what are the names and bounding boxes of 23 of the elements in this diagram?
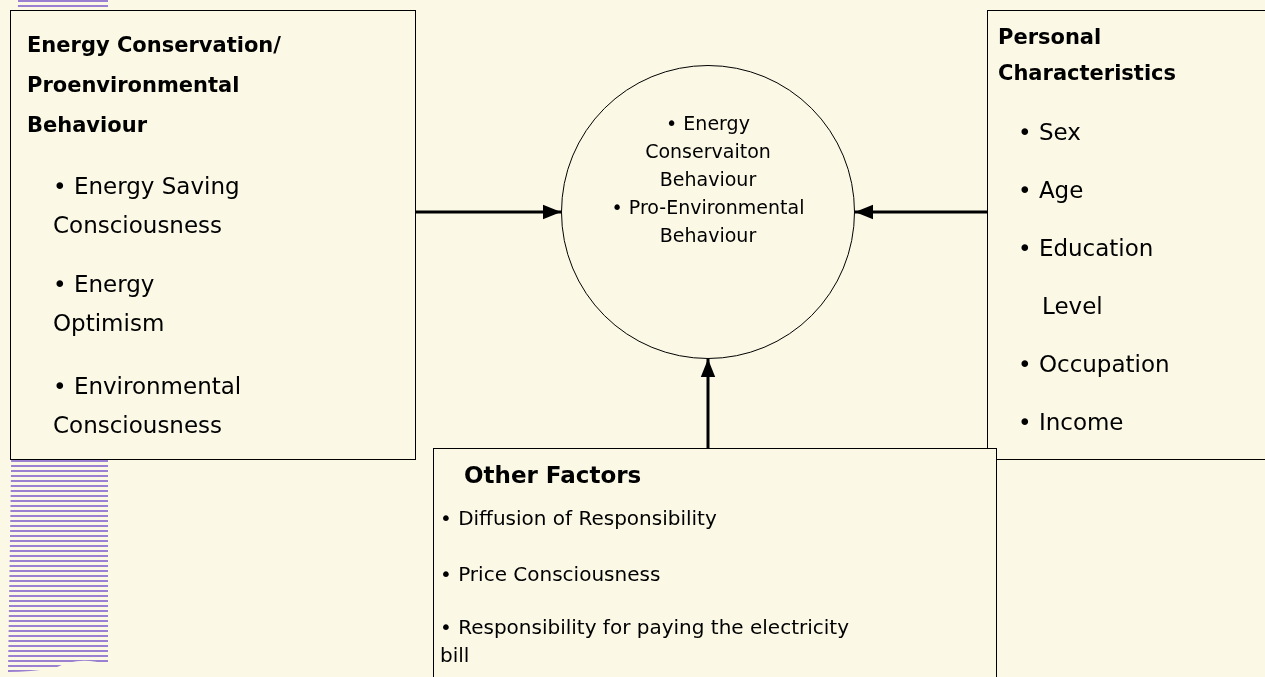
bullet-item: • Price Consciousness — [440, 561, 662, 588]
arrow — [416, 204, 561, 220]
bullet-item: • Income — [1017, 408, 1125, 437]
box-heading: Energy Conservation/ Proenvironmental Behaviour — [27, 32, 282, 139]
arrow — [700, 359, 716, 448]
box-heading: Other Factors — [464, 461, 643, 490]
arrow — [855, 204, 987, 220]
bullet-item: • Energy Conservaiton Behaviour — [644, 111, 772, 192]
bullet-item: • Energy Optimism — [53, 270, 166, 338]
factor-box — [10, 10, 416, 460]
factor-box — [433, 448, 997, 677]
bullet-item: • Responsibility for paying the electricity bill — [440, 614, 850, 669]
circle-node — [561, 65, 855, 359]
bullet-item: • Environmental Consciousness — [53, 372, 243, 440]
box-heading: Personal Characteristics — [998, 24, 1178, 87]
bullet-item: • Education Level — [1017, 234, 1155, 321]
bullet-item: • Sex — [1017, 118, 1082, 147]
bullet-item: • Diffusion of Responsibility — [440, 505, 718, 532]
bullet-item: • Occupation — [1017, 350, 1171, 379]
bullet-item: • Energy Saving Consciousness — [53, 172, 241, 240]
bullet-item: • Pro-Environmental Behaviour — [610, 195, 806, 248]
bullet-item: • Age — [1017, 176, 1085, 205]
factor-box — [987, 10, 1265, 460]
